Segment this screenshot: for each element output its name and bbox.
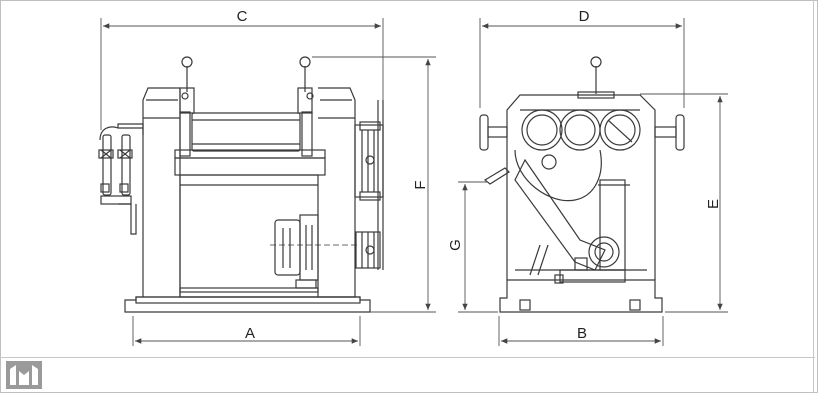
side-view xyxy=(479,56,685,313)
front-view xyxy=(98,56,384,313)
frame-right-edge xyxy=(813,0,814,393)
dimension-label-g: G xyxy=(447,239,464,251)
dimension-label-f: F xyxy=(412,180,429,189)
dimension-label-c: C xyxy=(237,8,248,25)
dimension-lines xyxy=(100,18,728,346)
dimension-label-b: B xyxy=(577,325,587,342)
dimension-label-d: D xyxy=(579,8,590,25)
footer-divider xyxy=(0,357,815,358)
mill-logo-icon xyxy=(6,361,42,389)
dimension-label-e: E xyxy=(705,199,722,209)
dimension-label-a: A xyxy=(245,325,255,342)
